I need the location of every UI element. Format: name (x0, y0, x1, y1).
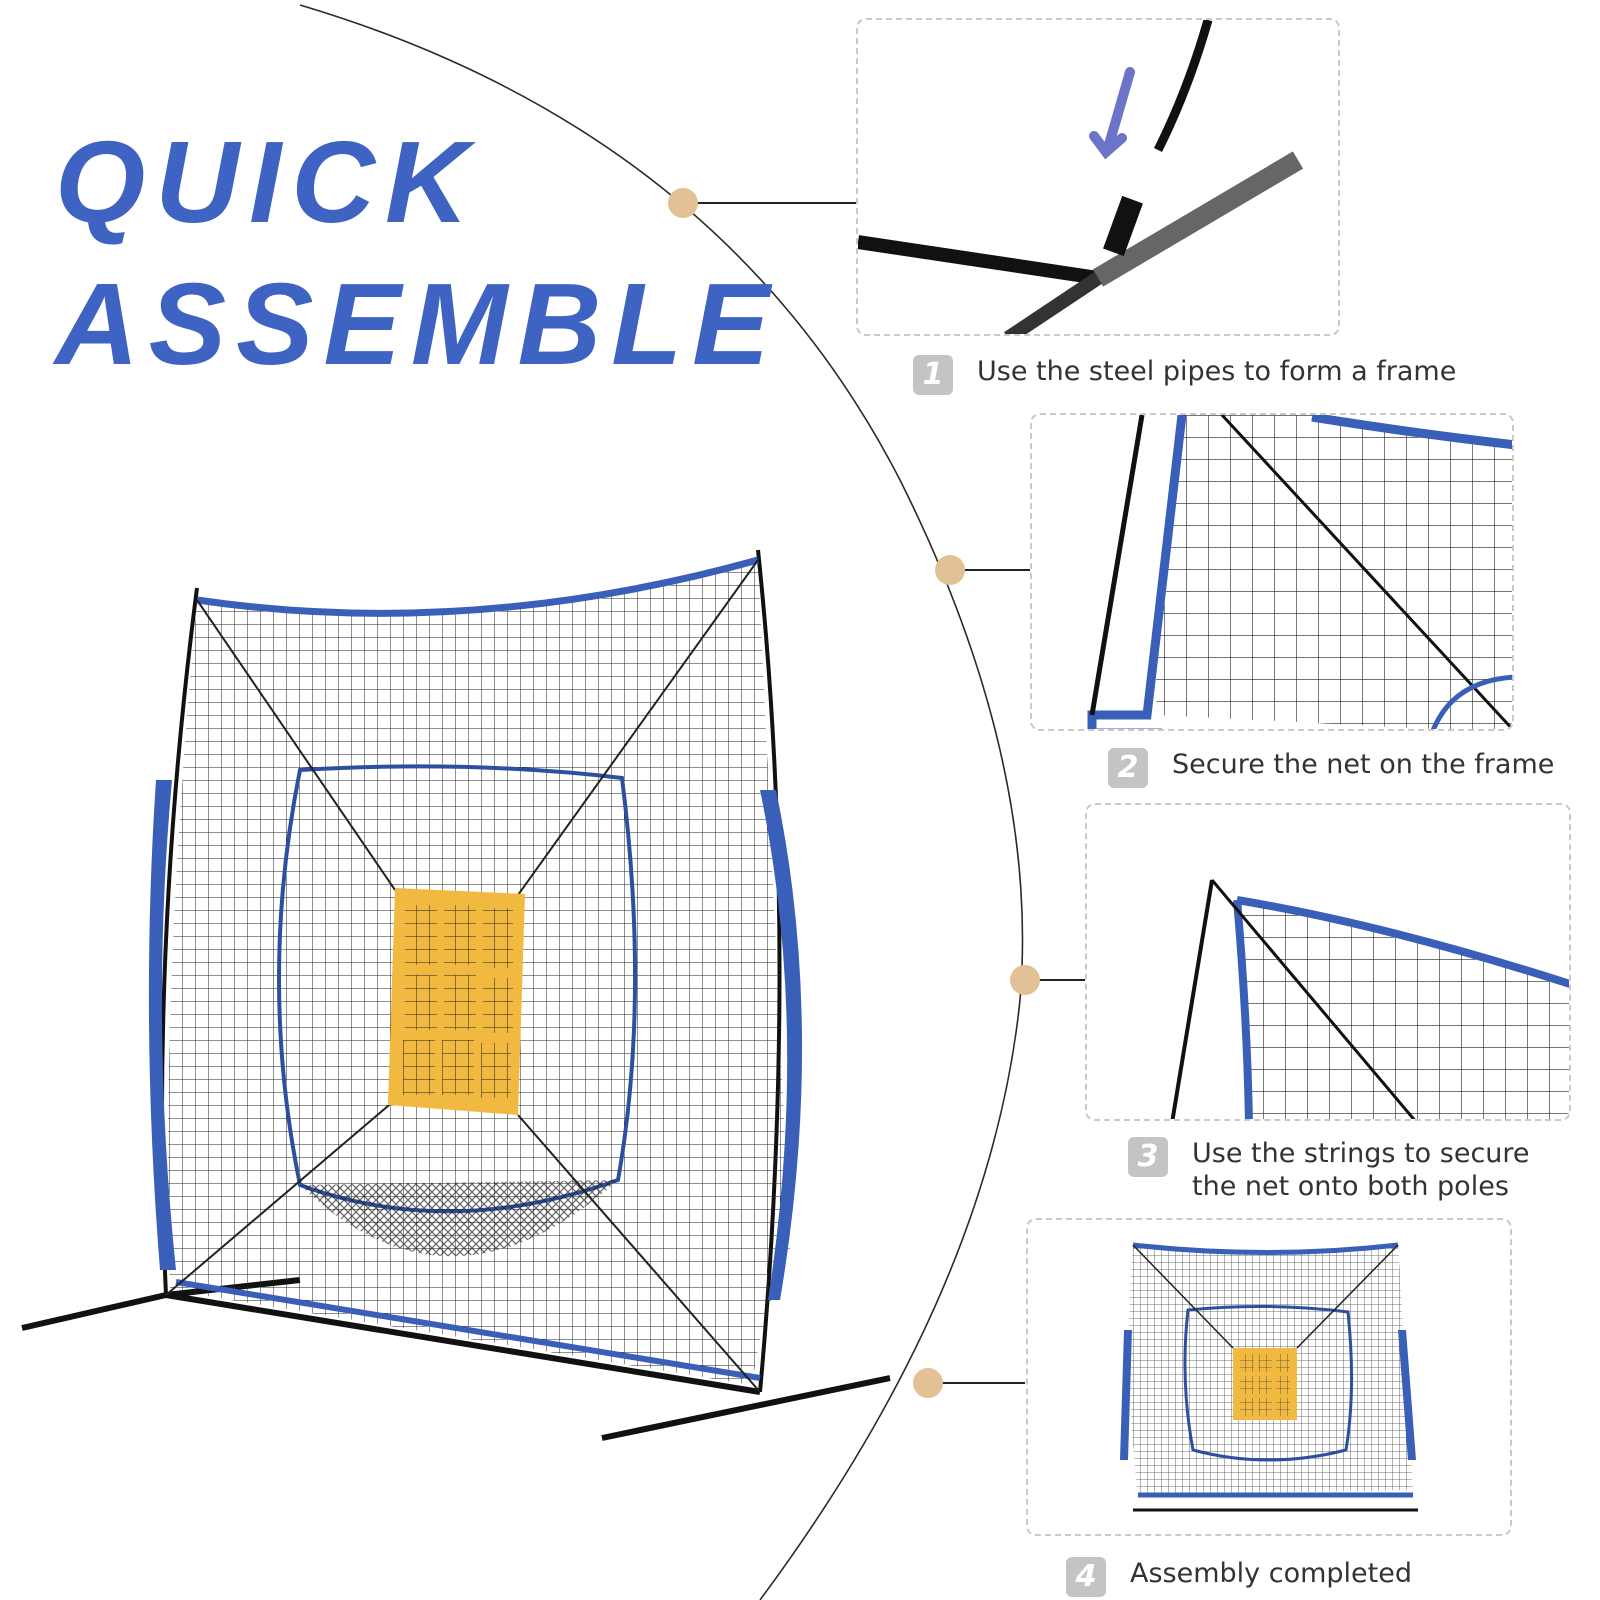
headline-line-1: QUICK (55, 117, 479, 247)
step-1-text: Use the steel pipes to form a frame (977, 355, 1456, 388)
step-2-image (1030, 413, 1514, 731)
arrow-down-icon (1089, 67, 1135, 160)
step-2: 2 Secure the net on the frame (1108, 748, 1554, 788)
step-1-badge: 1 (913, 355, 953, 395)
step-1-line-1: Use the steel pipes to form a frame (977, 356, 1457, 387)
step-4-image (1026, 1218, 1512, 1536)
step-2-line-1: Secure the net on the frame (1172, 749, 1555, 780)
strike-zone-target (388, 888, 525, 1115)
step-3-image (1085, 803, 1571, 1121)
connector-dot-2 (935, 555, 965, 585)
step-2-text: Secure the net on the frame (1172, 748, 1554, 781)
connector-dot-4 (913, 1368, 943, 1398)
step-4: 4 Assembly completed (1066, 1557, 1412, 1597)
step-4-badge: 4 (1066, 1557, 1106, 1597)
connector-arc (299, 4, 1024, 1600)
step-4-text: Assembly completed (1130, 1557, 1412, 1590)
step-1-image (856, 18, 1340, 336)
step-3-text: Use the strings to secure the net onto b… (1192, 1137, 1530, 1203)
connector-dot-1 (668, 188, 698, 218)
step-2-badge: 2 (1108, 748, 1148, 788)
step-3: 3 Use the strings to secure the net onto… (1128, 1137, 1530, 1203)
headline-line-2: ASSEMBLE (55, 259, 780, 389)
step-4-line-1: Assembly completed (1130, 1558, 1412, 1589)
step-3-badge: 3 (1128, 1137, 1168, 1177)
step-1: 1 Use the steel pipes to form a frame (913, 355, 1456, 395)
step-3-line-1: Use the strings to secure (1192, 1138, 1530, 1169)
step-3-line-2: the net onto both poles (1192, 1171, 1509, 1202)
pipe-icon (1153, 20, 1213, 153)
connector-dot-3 (1010, 965, 1040, 995)
